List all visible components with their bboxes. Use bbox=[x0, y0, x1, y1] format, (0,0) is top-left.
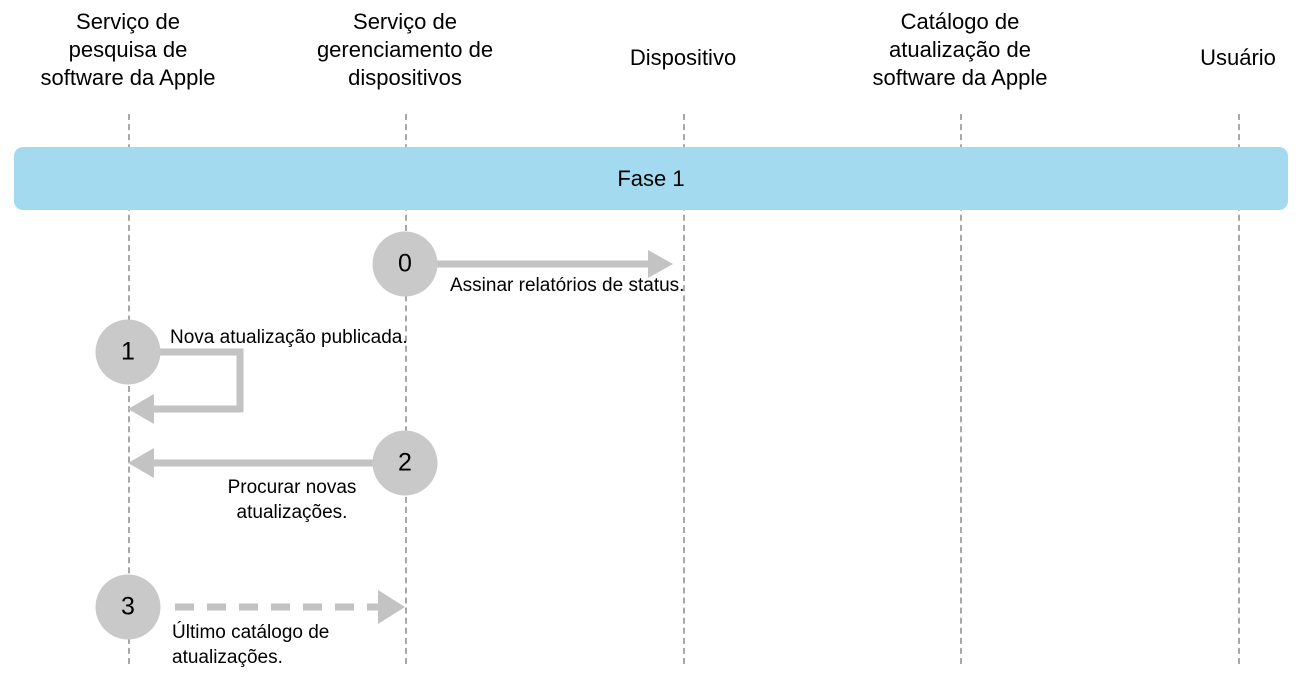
step-circle-3[interactable]: 3 bbox=[95, 574, 161, 640]
step-circle-0[interactable]: 0 bbox=[372, 231, 438, 297]
message-label-step-2: Procurar novas atualizações. bbox=[227, 477, 357, 523]
participant-header-device-management-service: Serviço de gerenciamento de dispositivos bbox=[316, 9, 494, 90]
lifeline-apple-software-lookup-service bbox=[128, 114, 130, 664]
lifeline-apple-software-update-catalog bbox=[960, 114, 962, 664]
phase-banner-label: Fase 1 bbox=[617, 165, 685, 191]
message-arrow-step-2 bbox=[128, 448, 390, 478]
lifeline-device-management-service bbox=[405, 114, 407, 664]
message-arrow-step-3 bbox=[175, 590, 405, 624]
lifeline-user bbox=[1238, 114, 1240, 664]
message-label-step-0: Assinar relatórios de status. bbox=[450, 275, 685, 296]
lifeline-device bbox=[683, 114, 685, 664]
participant-header-user: Usuário bbox=[1200, 45, 1276, 70]
phase-banner: Fase 1 bbox=[14, 147, 1288, 210]
participant-header-apple-software-update-catalog: Catálogo de atualização de software da A… bbox=[872, 9, 1048, 90]
message-label-step-1: Nova atualização publicada. bbox=[170, 327, 408, 348]
participant-header-apple-software-lookup-service: Serviço de pesquisa de software da Apple bbox=[40, 9, 216, 90]
message-label-step-3: Último catálogo de atualizações. bbox=[172, 622, 330, 668]
step-circle-1[interactable]: 1 bbox=[95, 319, 161, 385]
participant-header-device: Dispositivo bbox=[629, 45, 737, 70]
step-circle-2[interactable]: 2 bbox=[372, 430, 438, 496]
